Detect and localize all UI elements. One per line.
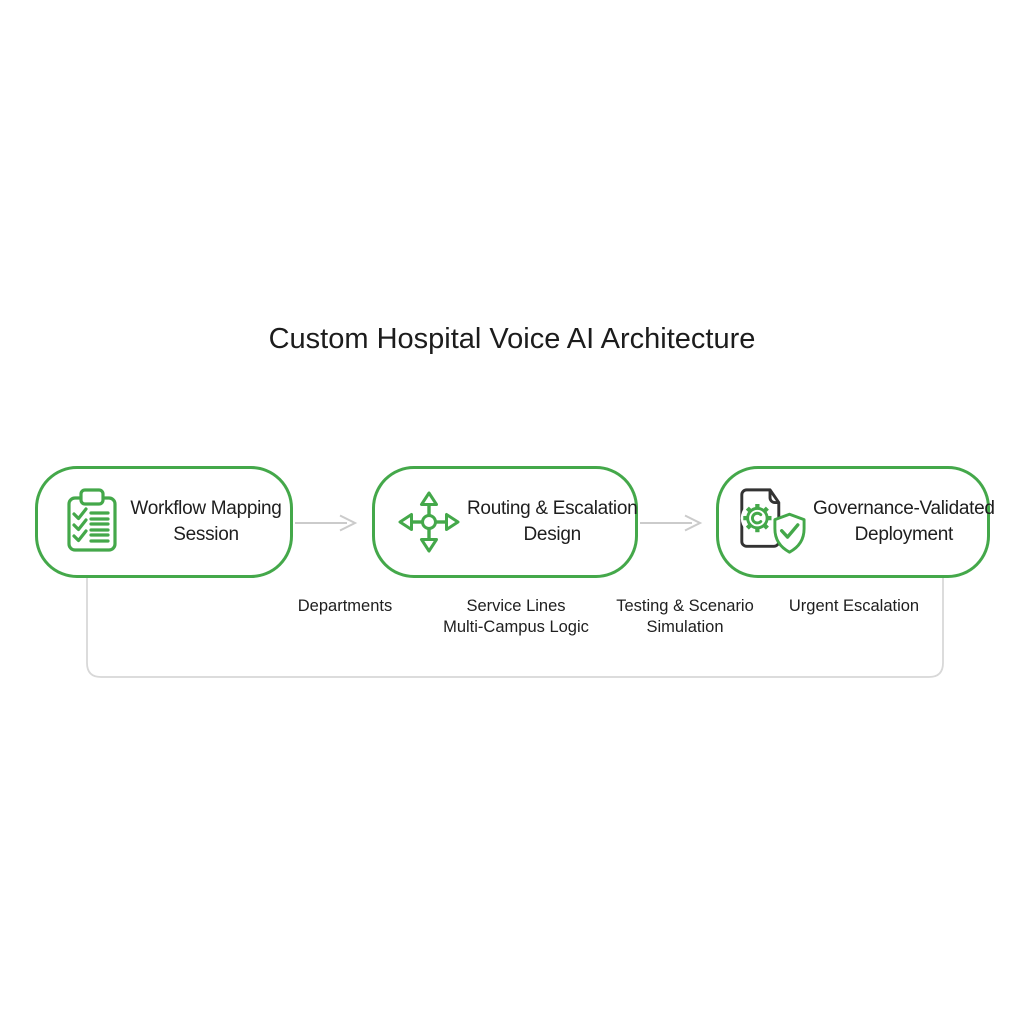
sublabel-line: Urgent Escalation — [788, 597, 920, 615]
stage-label-line: Workflow Mapping — [130, 498, 282, 519]
sublabel-line: Departments — [297, 597, 393, 615]
stage-label-routing-escalation: Routing & Escalation Design — [463, 496, 643, 548]
flow-arrow-2 — [640, 514, 703, 532]
sublabel-line: Simulation — [646, 618, 724, 636]
sublabel-line: Service Lines — [466, 597, 566, 615]
stage-label-line: Governance-Validated — [813, 498, 995, 519]
sublabel-service-lines: Service Lines Multi-Campus Logic — [406, 596, 626, 638]
sublabel-departments: Departments — [235, 596, 455, 617]
stage-label-line: Deployment — [854, 524, 954, 545]
sublabel-line: Multi-Campus Logic — [443, 618, 589, 636]
stage-label-line: Routing & Escalation — [467, 498, 638, 519]
move-arrows-icon — [398, 491, 460, 553]
stage-label-governance-deployment: Governance-Validated Deployment — [809, 496, 1001, 548]
sublabel-line: Testing & Scenario — [616, 597, 754, 615]
page-title: Custom Hospital Voice AI Architecture — [268, 323, 756, 355]
sublabel-testing-scenario: Testing & Scenario Simulation — [575, 596, 795, 638]
stage-label-workflow-mapping: Workflow Mapping Session — [124, 496, 290, 548]
flow-arrow-1 — [295, 514, 358, 532]
stage-label-line: Design — [523, 524, 582, 545]
stage-box-workflow-mapping: Workflow Mapping Session — [35, 466, 293, 578]
clipboard-checklist-icon — [67, 488, 117, 552]
stage-box-governance-deployment: Governance-Validated Deployment — [716, 466, 995, 578]
document-gear-shield-icon — [740, 488, 806, 554]
sublabel-urgent-escalation: Urgent Escalation — [744, 596, 964, 617]
stage-label-line: Session — [173, 524, 239, 545]
stage-box-routing-escalation: Routing & Escalation Design — [372, 466, 638, 578]
